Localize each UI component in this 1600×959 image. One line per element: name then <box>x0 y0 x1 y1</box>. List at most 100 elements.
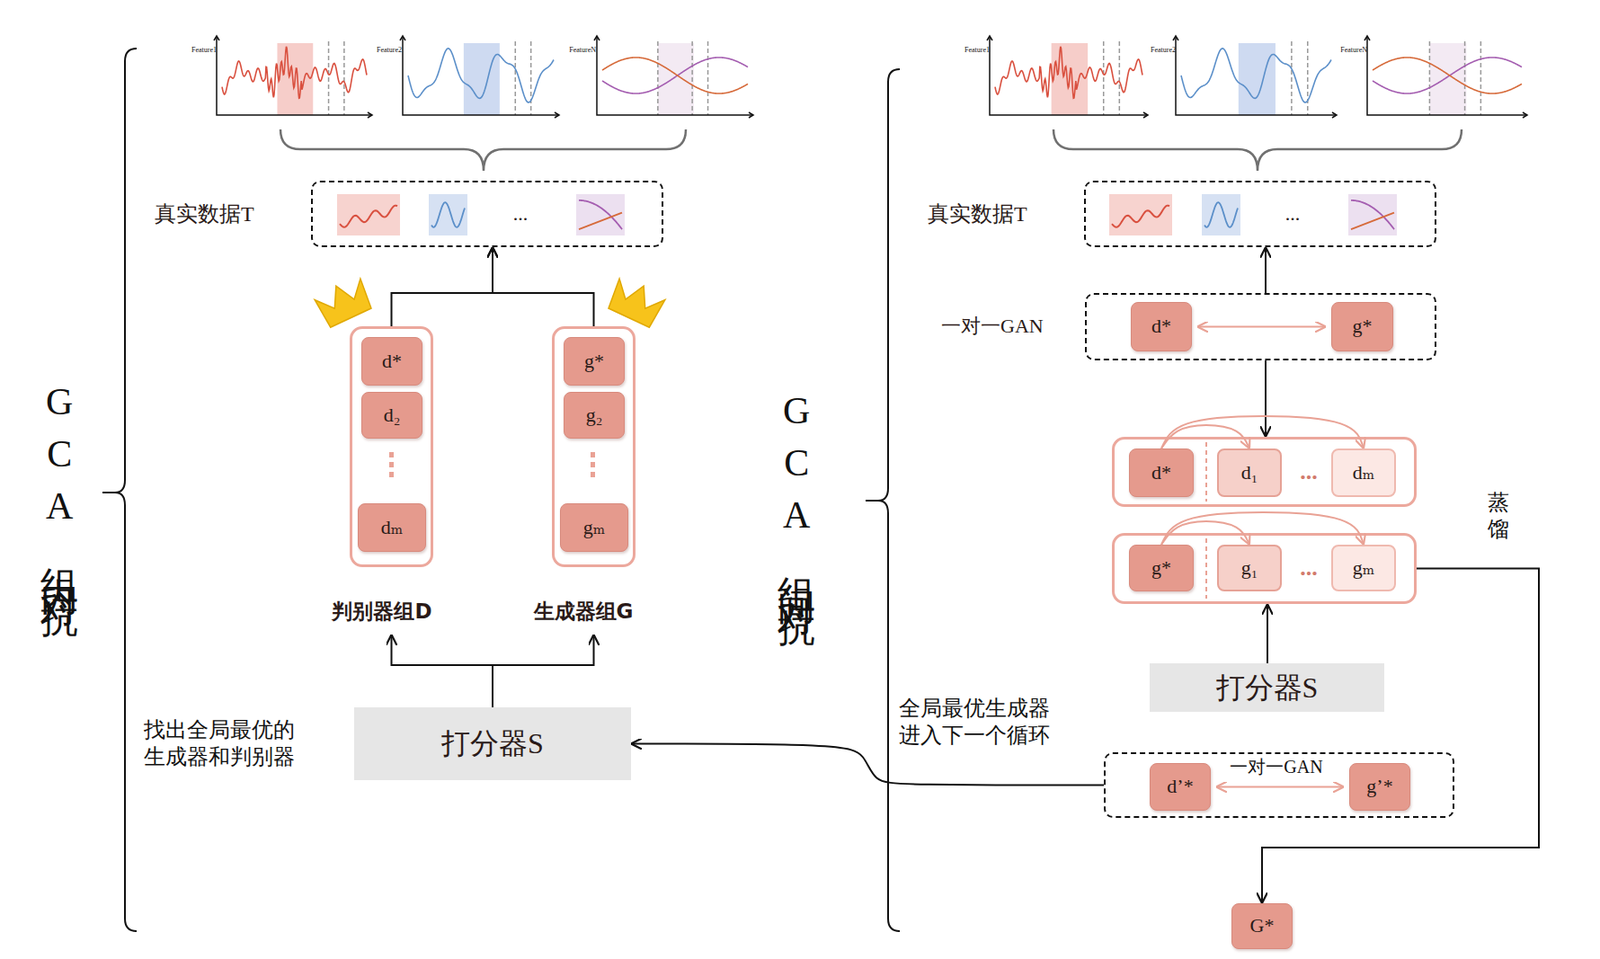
ellipsis-dot <box>389 462 394 468</box>
thumbnail-bg <box>576 194 625 236</box>
section-title: GCA组间对抗 <box>769 305 824 675</box>
data-box: 真实数据T... <box>1084 180 1437 248</box>
edge-label: 蒸馏 <box>1484 483 1512 549</box>
chart-axis <box>596 35 754 116</box>
feature-chart <box>1364 35 1528 118</box>
ellipsis-dot <box>389 471 394 478</box>
feature-curve <box>602 57 748 94</box>
node-text: 打分器S <box>354 707 632 781</box>
node-text: 一对一GAN <box>941 310 1067 343</box>
feature-chart <box>594 35 754 118</box>
group-box: 生成器组Gg*g₂gₘ <box>551 326 636 568</box>
model-box: g* <box>563 337 625 386</box>
thumbnail-bg <box>1201 194 1241 236</box>
connector <box>492 634 595 708</box>
window-line <box>1429 41 1432 116</box>
window-line <box>515 41 517 116</box>
feature-curve <box>222 46 367 98</box>
connector <box>1161 512 1364 545</box>
node-text: d’* <box>1150 764 1210 810</box>
window-line <box>1290 41 1293 116</box>
highlight-band <box>463 43 500 116</box>
scorer-box: 打分器S <box>354 707 632 781</box>
model-box: G* <box>1231 903 1293 950</box>
group-brace <box>865 69 900 932</box>
data-thumbnail <box>576 194 625 236</box>
chart-axis <box>216 35 373 116</box>
feature-brace <box>280 129 686 171</box>
connector <box>1197 326 1326 329</box>
annotation: FeatureN <box>1336 44 1368 56</box>
window-line <box>1464 41 1467 116</box>
node-text: 打分器S <box>1149 663 1385 712</box>
window-line <box>1102 41 1105 116</box>
highlight-band <box>1429 43 1467 116</box>
node-text: d* <box>362 337 422 385</box>
axis-arrow <box>400 35 560 118</box>
row-box: ... g* g₁ gₘ <box>1111 533 1417 605</box>
chart-axis <box>1175 35 1337 116</box>
row-divider <box>1205 442 1208 502</box>
thumbnail-curve <box>1111 205 1170 228</box>
node-text: d₁ <box>1218 450 1280 496</box>
model-box: gₘ <box>560 503 629 552</box>
model-box: g’* <box>1349 763 1411 811</box>
chart-axis <box>1367 35 1528 116</box>
node-text: d* <box>1131 302 1192 351</box>
model-box: g* <box>1128 544 1194 592</box>
model-box: g₁ <box>1217 544 1282 592</box>
data-box: 真实数据T... <box>311 180 664 248</box>
node-text: gₘ <box>560 504 628 552</box>
ellipsis-dot <box>389 452 394 458</box>
group-brace <box>102 48 137 932</box>
thumbnail-curve <box>1351 213 1395 230</box>
ellipsis-dot <box>590 452 596 458</box>
window-line <box>707 41 710 116</box>
annotation: Feature2 <box>371 44 402 56</box>
edge-label: 全局最优生成器 进入下一个循环 <box>898 692 1066 752</box>
highlight-band <box>1238 43 1276 116</box>
node-text: ... <box>1274 195 1311 232</box>
ellipsis-dot <box>590 471 596 478</box>
connector <box>1161 416 1364 449</box>
model-box: d* <box>1130 302 1192 352</box>
node-text: ... <box>1288 551 1329 585</box>
thumbnail-bg <box>337 194 400 236</box>
axis-arrow <box>213 35 373 118</box>
model-box: d₂ <box>361 391 423 439</box>
feature-chart <box>400 35 560 118</box>
feature-brace <box>1053 129 1462 171</box>
connector <box>1264 360 1267 437</box>
node-text: G* <box>1232 904 1292 949</box>
highlight-band <box>276 43 313 116</box>
connector <box>391 634 494 708</box>
annotation: FeatureN <box>565 44 596 56</box>
window-line <box>530 41 533 116</box>
model-box: d* <box>361 337 423 386</box>
annotation: Feature1 <box>959 44 990 56</box>
chart-axis <box>989 35 1148 116</box>
node-text: gₘ <box>1333 546 1395 590</box>
thumbnail-curve <box>578 200 623 230</box>
annotation: Feature2 <box>1145 44 1176 56</box>
gan-box: 一对一GANd*g* <box>1084 293 1437 361</box>
window-line <box>328 41 330 116</box>
connector <box>1266 604 1269 664</box>
connector <box>1161 425 1250 449</box>
node-text: 真实数据T <box>154 195 290 232</box>
connector <box>1264 247 1267 294</box>
node-text: g’* <box>1350 764 1410 810</box>
crown-shape <box>605 275 667 329</box>
feature-chart <box>1173 35 1337 118</box>
feature-curve <box>602 57 748 94</box>
feature-curve <box>1181 48 1332 103</box>
node-text: d₂ <box>362 392 422 438</box>
feature-curve <box>408 48 554 103</box>
thumbnail-bg <box>428 194 468 236</box>
connector <box>1262 568 1539 905</box>
data-thumbnail <box>1109 194 1173 236</box>
connector <box>1216 786 1344 789</box>
row-divider <box>1205 538 1208 599</box>
node-text: g* <box>1129 545 1193 591</box>
